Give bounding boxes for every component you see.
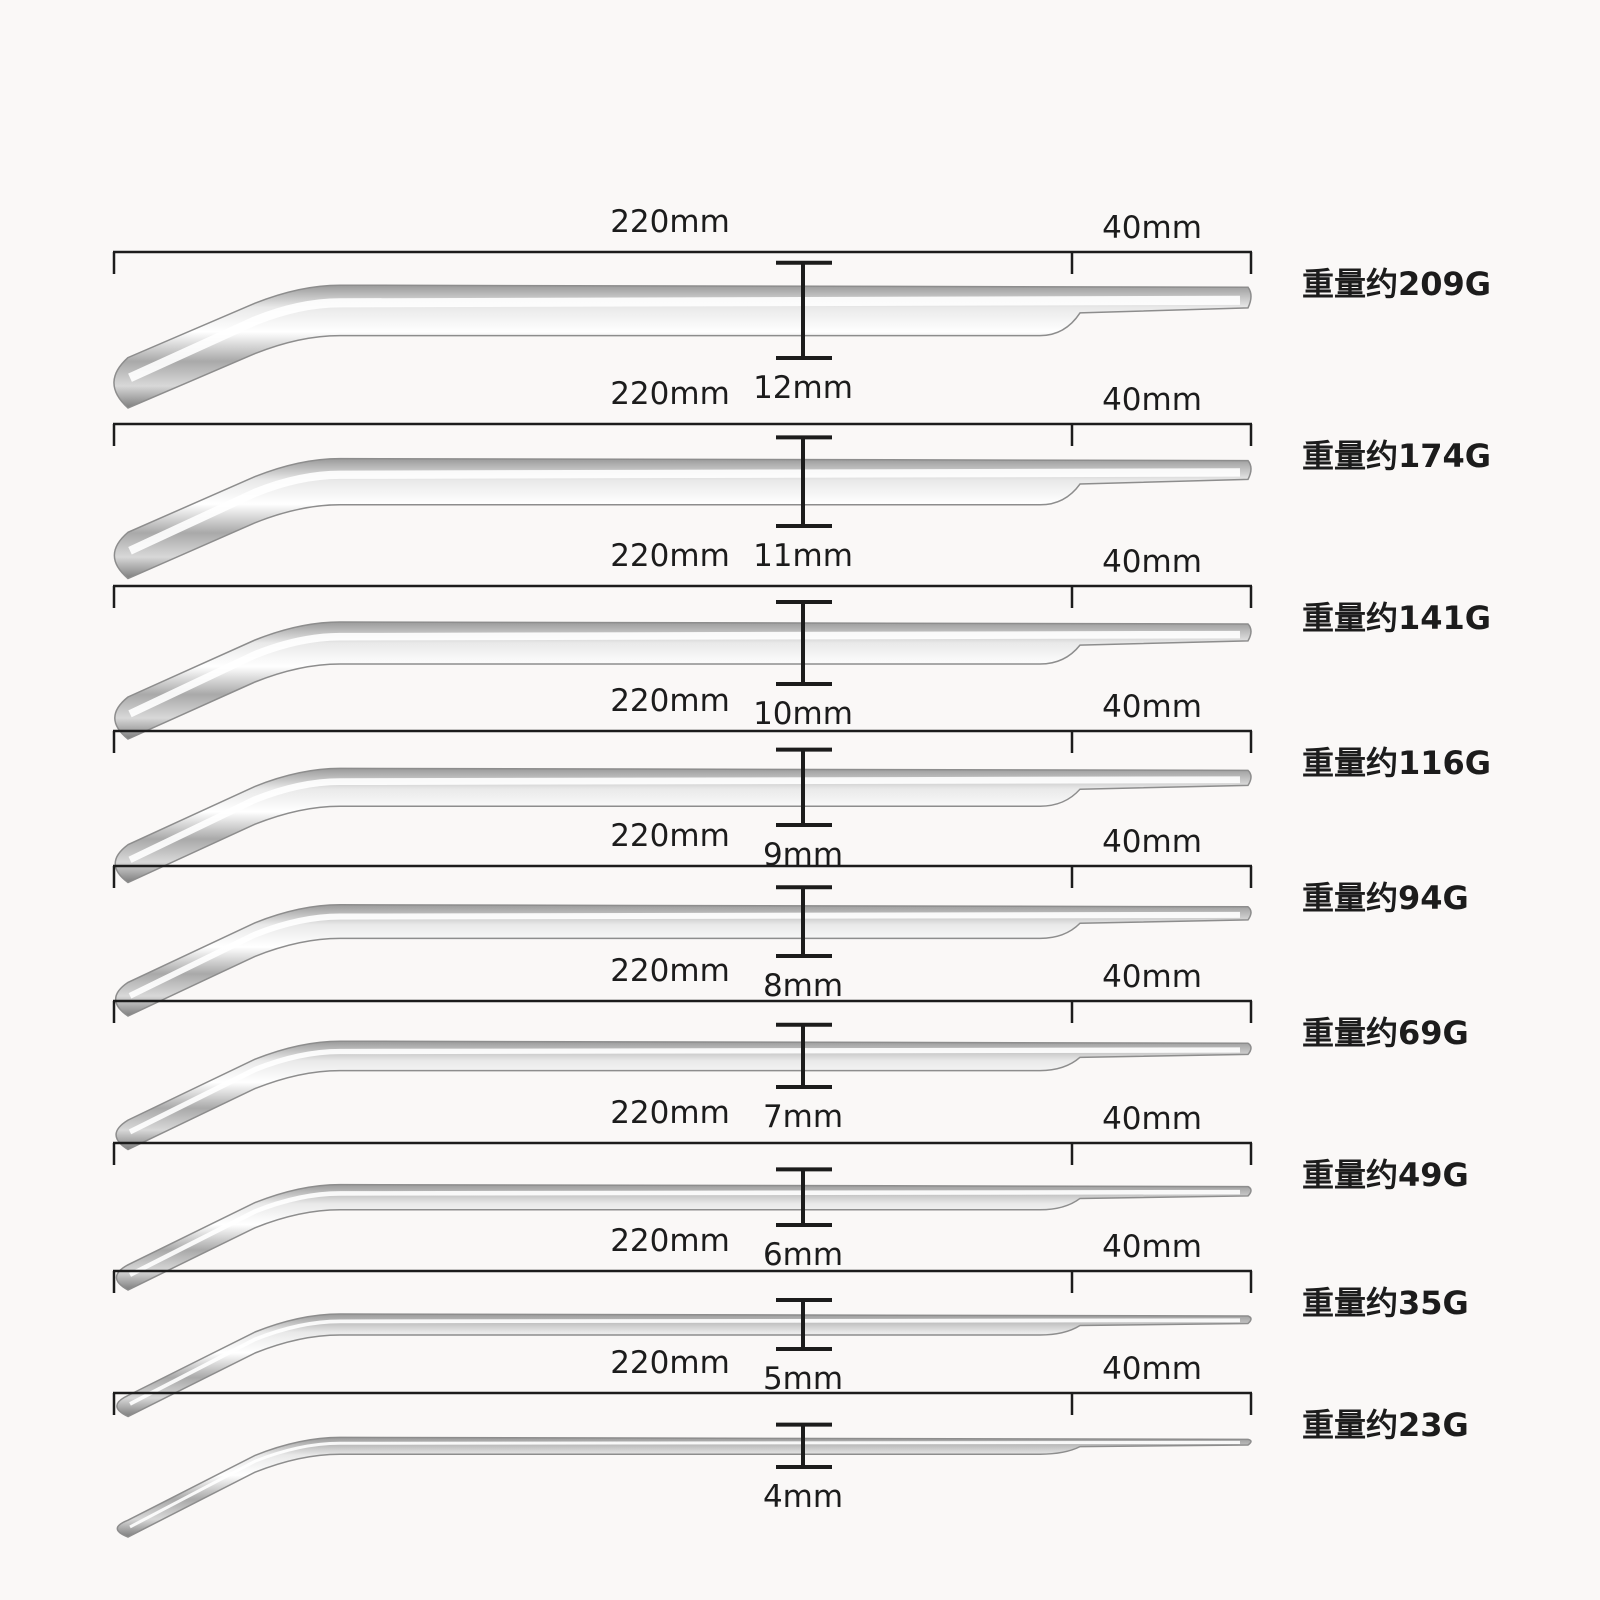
weight-label: 重量约116G — [1302, 744, 1491, 782]
overall-length-label: 220mm — [610, 683, 730, 719]
overall-length-label: 220mm — [610, 818, 730, 854]
diameter-marker — [776, 600, 832, 686]
weight-label: 重量约94G — [1302, 879, 1469, 917]
dimension-bracket — [112, 422, 1253, 446]
rod-row: 220mm 40mm 12mm 重量约209G — [112, 204, 1491, 409]
metal-rod — [113, 457, 1252, 580]
tip-length-label: 40mm — [1102, 544, 1202, 580]
weight-label: 重量约141G — [1302, 599, 1491, 637]
overall-length-label: 220mm — [610, 538, 730, 574]
rod-highlight — [128, 911, 1241, 999]
diameter-marker — [776, 1422, 832, 1469]
rod-row: 220mm 40mm 10mm 重量约141G — [112, 538, 1491, 740]
metal-rod — [113, 284, 1252, 409]
rod-row: 220mm 40mm 11mm 重量约174G — [112, 376, 1491, 580]
weight-label: 重量约23G — [1302, 1406, 1469, 1444]
dimension-bracket — [112, 729, 1253, 753]
metal-rod — [114, 621, 1252, 740]
diameter-marker — [776, 260, 832, 360]
tip-length-label: 40mm — [1102, 689, 1202, 725]
rod-highlight — [128, 1047, 1241, 1135]
tip-length-label: 40mm — [1102, 824, 1202, 860]
rod-highlight — [129, 1440, 1241, 1529]
diameter-marker — [776, 1167, 832, 1227]
metal-rod — [115, 1183, 1252, 1291]
diameter-marker — [776, 1298, 832, 1351]
metal-rod — [115, 1040, 1252, 1151]
metal-rod — [116, 1313, 1252, 1418]
overall-length-label: 220mm — [610, 1345, 730, 1381]
rod-highlight — [128, 1189, 1241, 1277]
tip-length-label: 40mm — [1102, 210, 1202, 246]
diameter-label: 9mm — [763, 837, 843, 873]
rod-highlight — [128, 468, 1241, 555]
overall-length-label: 220mm — [610, 1095, 730, 1131]
overall-length-label: 220mm — [610, 1223, 730, 1259]
diameter-label: 6mm — [763, 1237, 843, 1273]
rod-row: 220mm 40mm 4mm 重量约23G — [112, 1345, 1469, 1538]
weight-label: 重量约35G — [1302, 1284, 1469, 1322]
weight-label: 重量约174G — [1302, 437, 1491, 475]
rod-row: 220mm 40mm 5mm 重量约35G — [112, 1223, 1469, 1418]
rod-row: 220mm 40mm 9mm 重量约116G — [112, 683, 1491, 884]
rod-row: 220mm 40mm 6mm 重量约49G — [112, 1095, 1469, 1291]
weight-label: 重量约69G — [1302, 1014, 1469, 1052]
dimension-bracket — [112, 1141, 1253, 1165]
diameter-label: 8mm — [763, 968, 843, 1004]
diameter-label: 11mm — [753, 538, 853, 574]
metal-rod — [114, 904, 1252, 1017]
metal-rod — [114, 767, 1252, 884]
tip-length-label: 40mm — [1102, 959, 1202, 995]
tip-length-label: 40mm — [1102, 382, 1202, 418]
weight-label: 重量约209G — [1302, 265, 1491, 303]
dimension-bracket — [112, 999, 1253, 1023]
dimension-bracket — [112, 864, 1253, 888]
weight-label: 重量约49G — [1302, 1156, 1469, 1194]
diameter-marker — [776, 747, 832, 827]
overall-length-label: 220mm — [610, 376, 730, 412]
rod-highlight — [128, 776, 1241, 863]
metal-rod — [116, 1436, 1252, 1538]
rod-highlight — [128, 295, 1241, 382]
diameter-marker — [776, 885, 832, 958]
diameter-label: 5mm — [763, 1361, 843, 1397]
dimension-bracket — [112, 584, 1253, 608]
dimension-bracket — [112, 250, 1253, 274]
diameter-marker — [776, 1022, 832, 1089]
dimension-bracket — [112, 1391, 1253, 1415]
diameter-label: 4mm — [763, 1479, 843, 1515]
dimension-bracket — [112, 1269, 1253, 1293]
rod-highlight — [129, 1318, 1241, 1406]
overall-length-label: 220mm — [610, 953, 730, 989]
diameter-label: 10mm — [753, 696, 853, 732]
tip-length-label: 40mm — [1102, 1229, 1202, 1265]
diameter-label: 12mm — [753, 370, 853, 406]
overall-length-label: 220mm — [610, 204, 730, 240]
tip-length-label: 40mm — [1102, 1101, 1202, 1137]
rod-row: 220mm 40mm 8mm 重量约94G — [112, 818, 1469, 1017]
tip-length-label: 40mm — [1102, 1351, 1202, 1387]
diameter-marker — [776, 435, 832, 528]
rod-highlight — [128, 630, 1241, 718]
diameter-label: 7mm — [763, 1099, 843, 1135]
rod-row: 220mm 40mm 7mm 重量约69G — [112, 953, 1469, 1151]
